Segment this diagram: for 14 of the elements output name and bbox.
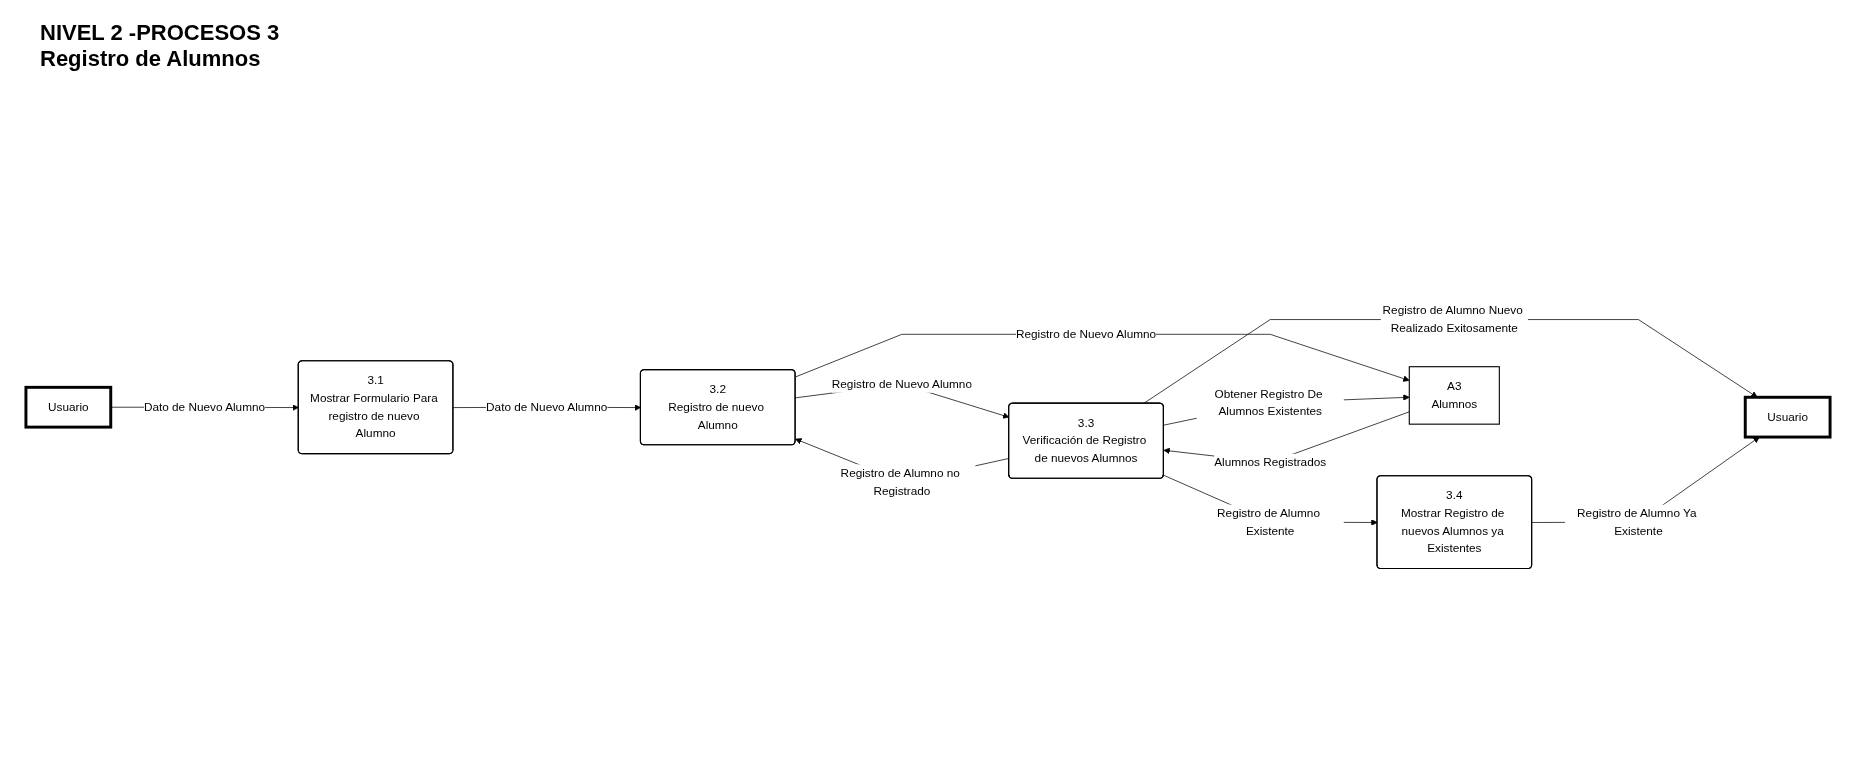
edge-label: Alumnos Registrados (1214, 455, 1327, 469)
edge-label: Registro de Alumno Ya Existente (1577, 506, 1697, 537)
diagram-title: NIVEL 2 -PROCESOS 3 Registro de Alumnos (40, 20, 281, 72)
node-box: A3 Alumnos (1408, 365, 1500, 425)
edge-label: Registro de Nuevo Alumno (831, 377, 972, 390)
edge-label: Dato de Nuevo Alumno (486, 400, 608, 413)
edge-label: Registro de Alumno Existente (1217, 506, 1320, 537)
edge-label: Registro de Alumno Nuevo Realizado Exitosamente (1382, 303, 1523, 335)
edge-label: Obtener Registro De Alumnos Existentes (1214, 387, 1323, 418)
edge-label: Registro de Nuevo Alumno (1015, 327, 1157, 340)
edge-label: Dato de Nuevo Alumno (143, 400, 266, 413)
edge-label: Registro de Alumno no Registrado (840, 466, 960, 497)
node-box: Usuario (24, 385, 113, 429)
node-box: Usuario (1743, 395, 1832, 439)
